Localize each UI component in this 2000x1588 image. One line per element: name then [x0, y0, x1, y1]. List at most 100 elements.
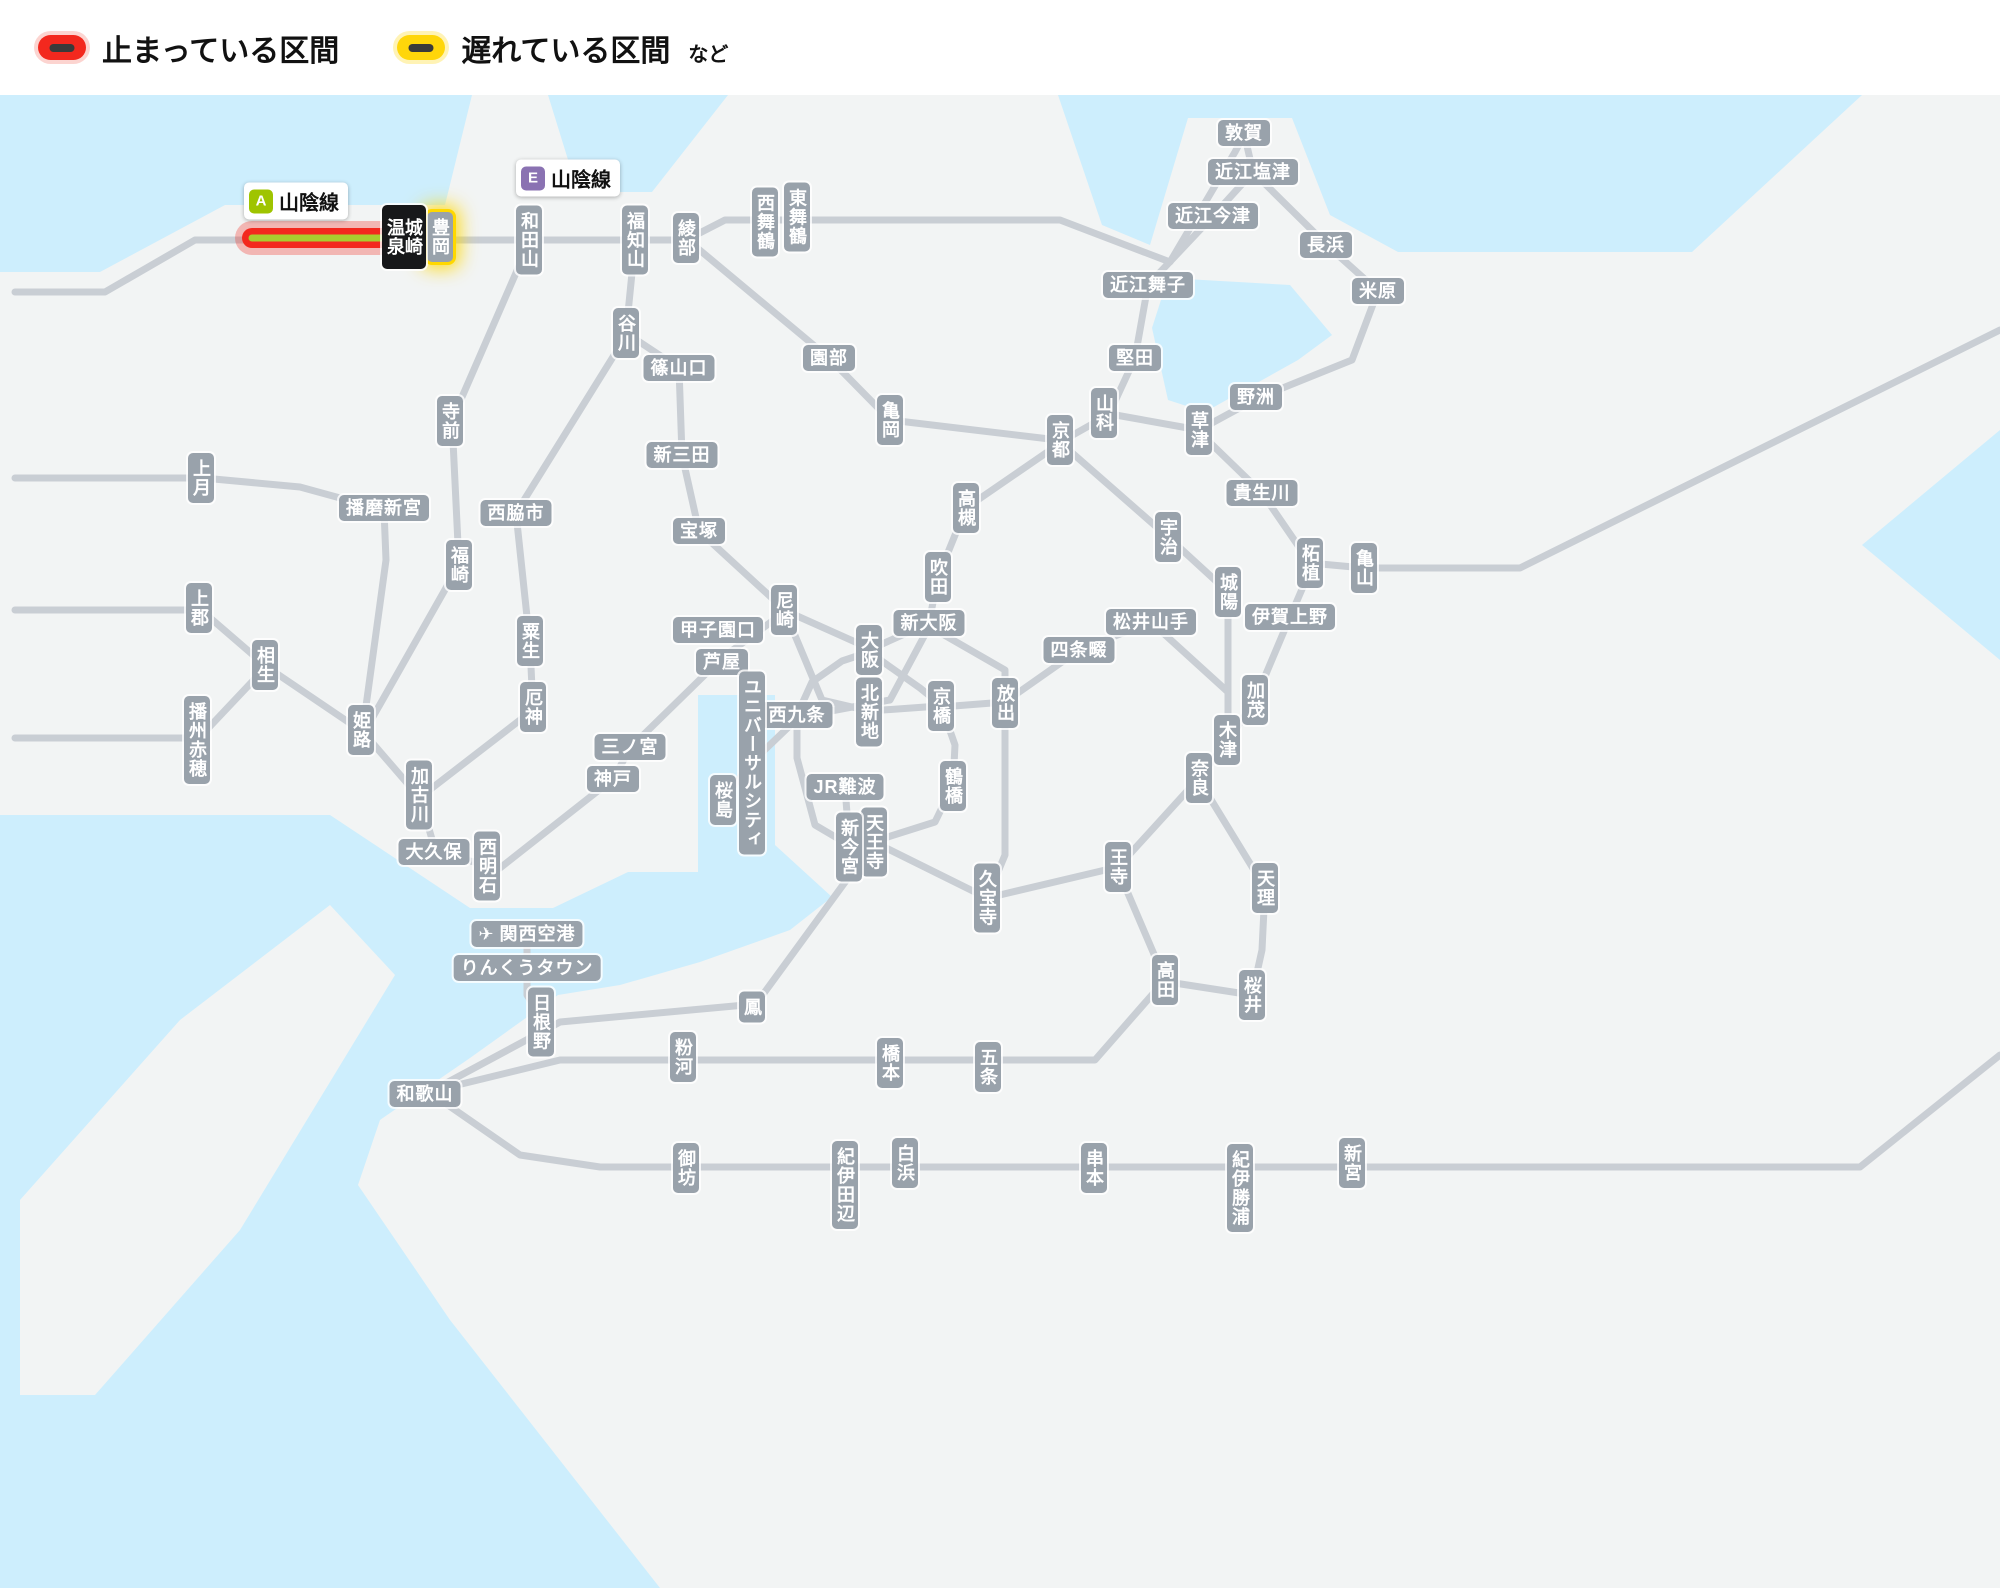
station-label: 白浜 [892, 1138, 918, 1188]
station-label: 鳳 [739, 991, 765, 1023]
station-label: 京橋 [928, 681, 954, 731]
station-label: 橋本 [877, 1038, 903, 1088]
station-label: 五条 [975, 1042, 1001, 1092]
station-label: 敦賀 [1218, 120, 1270, 146]
station-label: 亀山 [1351, 543, 1377, 593]
station-label: 日根野 [528, 987, 554, 1057]
rail-line-maizuru-obama [682, 131, 1248, 266]
station-label: 放出 [992, 678, 1018, 728]
station-label: 神戸 [587, 766, 639, 792]
stopped-segment-icon [38, 35, 86, 60]
station-label: 王寺 [1105, 842, 1131, 892]
station-label: 上郡 [186, 583, 212, 633]
station-label: 芦屋 [696, 649, 748, 675]
station-label: 宝塚 [673, 518, 725, 544]
station-label: 久宝寺 [974, 863, 1000, 933]
station-label: りんくうタウン [453, 955, 601, 981]
rail-line-sakurai [1164, 776, 1269, 999]
station-label: 野洲 [1230, 384, 1282, 410]
station-label: 西明石 [474, 831, 500, 901]
station-label: 松井山手 [1106, 609, 1196, 635]
station-label: 東舞鶴 [784, 182, 810, 252]
station-label: 山科 [1091, 388, 1117, 438]
station-label: 桜島 [710, 775, 736, 825]
landmass [0, 95, 2000, 1588]
line-letter-icon: E [521, 166, 545, 190]
ise-bay [1862, 430, 2000, 660]
station-label: 紀伊田辺 [832, 1141, 858, 1229]
station-label: 草津 [1186, 405, 1212, 455]
station-label: 三ノ宮 [594, 734, 666, 760]
station-label: 厄神 [520, 682, 546, 732]
station-label: 吹田 [925, 552, 951, 602]
station-label: ユニバーサルシティ [739, 671, 765, 855]
station-label: JR難波 [806, 774, 884, 800]
station-label: 高田 [1152, 955, 1178, 1005]
station-label: 上月 [188, 453, 214, 503]
awaji-island [20, 905, 395, 1395]
rail-line-nara [1058, 440, 1232, 744]
station-label: 木津 [1214, 715, 1240, 765]
station-label: 西舞鶴 [752, 187, 778, 257]
station-label: 豊岡 [427, 212, 453, 262]
station-label: 鶴橋 [940, 761, 966, 811]
legend-label-delayed: 遅れている区間 [461, 34, 671, 68]
station-label: 福崎 [446, 540, 472, 590]
station-label: 和田山 [516, 205, 542, 275]
station-label: 和歌山 [389, 1081, 461, 1107]
station-label: 紀伊勝浦 [1227, 1144, 1253, 1232]
station-label: 伊賀上野 [1245, 604, 1335, 630]
legend-label-stopped: 止まっている区間 [102, 34, 340, 68]
line-letter-icon: A [249, 189, 273, 213]
legend-label-suffix: など [688, 43, 729, 66]
osaka-bay [0, 695, 832, 1588]
legend-item-stopped: 止まっている区間 [38, 26, 339, 70]
station-label: 米原 [1352, 278, 1404, 304]
station-label: 寺前 [437, 396, 463, 446]
station-label: 西脇市 [480, 500, 552, 526]
station-name: 関西空港 [499, 924, 576, 944]
station-label: 御坊 [673, 1143, 699, 1193]
station-label: 加茂 [1242, 675, 1268, 725]
station-label: 相生 [252, 640, 278, 690]
rail-line-kansai-east [1306, 326, 2000, 572]
station-label: 園部 [803, 345, 855, 371]
station-label: 貴生川 [1226, 480, 1298, 506]
station-label: 新宮 [1339, 1138, 1365, 1188]
station-label: 長浜 [1300, 232, 1352, 258]
station-label: 近江今津 [1168, 203, 1258, 229]
rail-line-bantan [366, 239, 533, 726]
station-label: 高槻 [953, 483, 979, 533]
station-label: 亀岡 [877, 395, 903, 445]
station-label: 柘植 [1297, 538, 1323, 588]
rail-line-sanin-kyoto [686, 238, 1062, 444]
rail-line-hokuriku [1240, 129, 1382, 295]
line-badge-A: A 山陰線 [244, 182, 348, 220]
station-label: 四条畷 [1043, 637, 1115, 663]
station-label: 城陽 [1215, 567, 1241, 617]
station-label: 近江塩津 [1208, 159, 1298, 185]
station-label: 福知山 [622, 205, 648, 275]
station-label: 甲子園口 [673, 617, 763, 643]
station-label: 粟生 [517, 616, 543, 666]
station-label: 北新地 [856, 677, 882, 747]
station-label: 谷川 [613, 308, 639, 358]
station-label: 篠山口 [643, 355, 715, 381]
station-label: 新三田 [646, 442, 718, 468]
station-label: 奈良 [1186, 753, 1212, 803]
station-label: 加古川 [406, 760, 432, 830]
station-label: 播州赤穂 [184, 696, 210, 784]
line-badge-label: 山陰線 [279, 192, 339, 215]
legend-bar: 止まっている区間 遅れている区間 など [0, 0, 2000, 95]
station-label: 粉河 [670, 1032, 696, 1082]
station-label: 天王寺 [861, 807, 887, 877]
station-label: 新今宮 [836, 812, 862, 882]
station-label: 姫路 [348, 705, 374, 755]
lake-biwa [1152, 278, 1332, 412]
delayed-segment-icon [397, 35, 446, 60]
station-label: 京都 [1047, 415, 1073, 465]
